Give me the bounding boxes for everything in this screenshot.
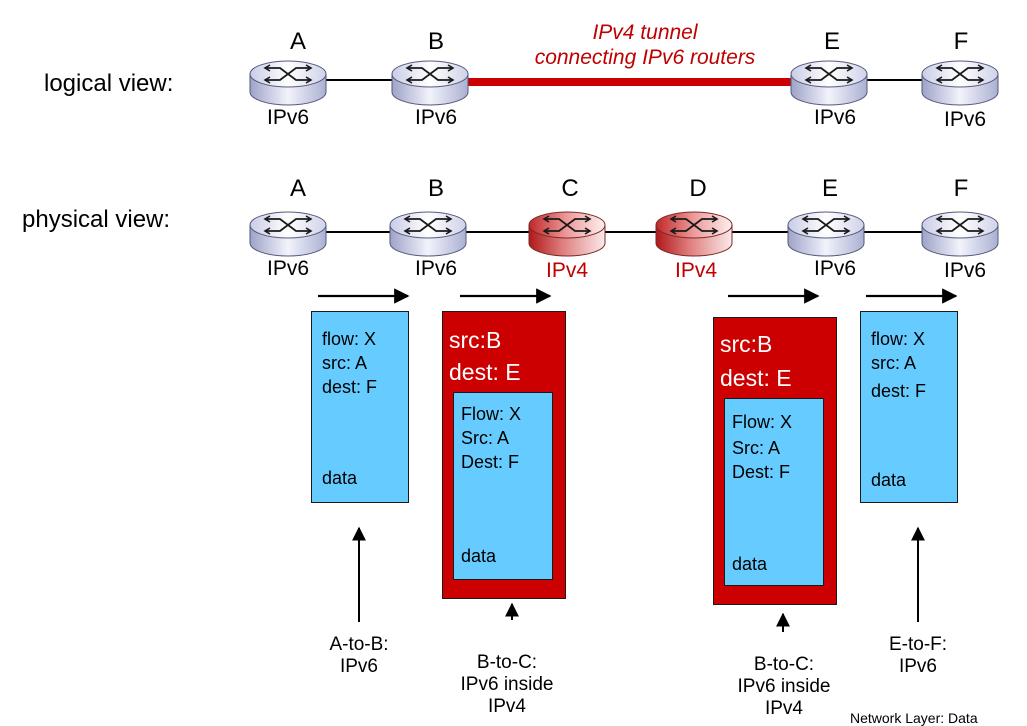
packet-src: src: A [871, 353, 917, 373]
packet-flow: Flow: X [461, 404, 522, 424]
packet-dest: dest: F [871, 381, 927, 401]
router-icon [249, 60, 327, 106]
physical-router-c-name: C [561, 175, 579, 202]
physical-router-a-name: A [289, 175, 306, 202]
router-icon [790, 60, 868, 106]
packet-dest: Dest: F [461, 452, 520, 472]
packet-data: data [871, 470, 907, 490]
packet-dest: dest: F [322, 377, 378, 397]
logical-router-e-proto: IPv6 [813, 106, 857, 129]
caption-line: A-to-B: [329, 634, 389, 655]
packet-data: data [322, 468, 358, 488]
caption-d-to-e: B-to-C: IPv6 inside IPv4 [716, 654, 852, 720]
caption-line: IPv4 [764, 698, 804, 719]
router-icon [787, 211, 865, 257]
caption-line: IPv6 inside [737, 676, 831, 697]
packet-flow: Flow: X [732, 412, 793, 432]
router-icon [249, 211, 327, 257]
caption-line: IPv6 inside [460, 674, 554, 695]
packet-e-to-f: flow: X src: A dest: F data [860, 311, 958, 503]
packet-d-to-e: src:B dest: E Flow: X Src: A Dest: F dat… [713, 317, 837, 605]
router-icon [655, 211, 733, 257]
router-icon [528, 211, 606, 257]
physical-router-b-name: B [427, 175, 444, 202]
outer-dest: dest: E [720, 365, 792, 391]
tunnel-label-line1: IPv4 tunnel [592, 21, 698, 44]
physical-router-f-name: F [953, 175, 969, 202]
inner-ipv6-packet: Flow: X Src: A Dest: F data [453, 392, 553, 580]
packet-dest: Dest: F [732, 462, 791, 482]
physical-router-b-proto: IPv6 [414, 257, 458, 280]
packet-src: Src: A [461, 428, 510, 448]
caption-line: B-to-C: [476, 652, 538, 673]
physical-router-a-proto: IPv6 [266, 257, 310, 280]
packet-src: Src: A [732, 438, 781, 458]
footer-text: Network Layer: Data [850, 710, 978, 726]
outer-src: src:B [449, 327, 502, 353]
physical-router-d-name: D [689, 175, 707, 202]
packet-b-to-c: src:B dest: E Flow: X Src: A Dest: F dat… [442, 311, 566, 599]
physical-router-d-proto: IPv4 [674, 259, 718, 282]
packet-src: src: A [322, 353, 368, 373]
router-icon [921, 211, 999, 257]
outer-src: src:B [720, 331, 773, 357]
router-icon [921, 60, 999, 106]
outer-dest: dest: E [449, 359, 521, 385]
physical-view-label: physical view: [22, 206, 171, 233]
router-icon [391, 60, 469, 106]
physical-router-f-proto: IPv6 [943, 259, 987, 282]
logical-router-e-name: E [823, 28, 840, 55]
logical-router-f-name: F [953, 28, 969, 55]
packet-flow: flow: X [871, 329, 926, 349]
physical-router-e-proto: IPv6 [813, 257, 857, 280]
logical-router-a-name: A [289, 28, 306, 55]
inner-ipv6-packet: Flow: X Src: A Dest: F data [724, 398, 824, 586]
packet-data: data [461, 546, 497, 566]
physical-router-c-proto: IPv4 [545, 259, 589, 282]
caption-a-to-b: A-to-B: IPv6 [299, 634, 419, 678]
caption-line: IPv6 [898, 656, 938, 677]
router-icon [389, 211, 467, 257]
caption-line: IPv4 [487, 696, 527, 717]
logical-router-b-name: B [427, 28, 444, 55]
logical-view-label: logical view: [44, 70, 174, 97]
caption-line: B-to-C: [753, 654, 815, 675]
logical-router-a-proto: IPv6 [266, 106, 310, 129]
packet-a-to-b: flow: X src: A dest: F data [311, 311, 409, 503]
logical-router-b-proto: IPv6 [414, 106, 458, 129]
caption-line: E-to-F: [888, 634, 948, 655]
packet-data: data [732, 554, 768, 574]
tunnel-label: IPv4 tunnel connecting IPv6 routers [500, 20, 790, 70]
tunnel-label-line2: connecting IPv6 routers [534, 46, 756, 69]
packet-flow: flow: X [322, 329, 377, 349]
logical-router-f-proto: IPv6 [943, 108, 987, 131]
caption-line: IPv6 [339, 656, 379, 677]
physical-router-e-name: E [821, 175, 838, 202]
caption-e-to-f: E-to-F: IPv6 [858, 634, 978, 678]
caption-b-to-c: B-to-C: IPv6 inside IPv4 [442, 652, 572, 718]
